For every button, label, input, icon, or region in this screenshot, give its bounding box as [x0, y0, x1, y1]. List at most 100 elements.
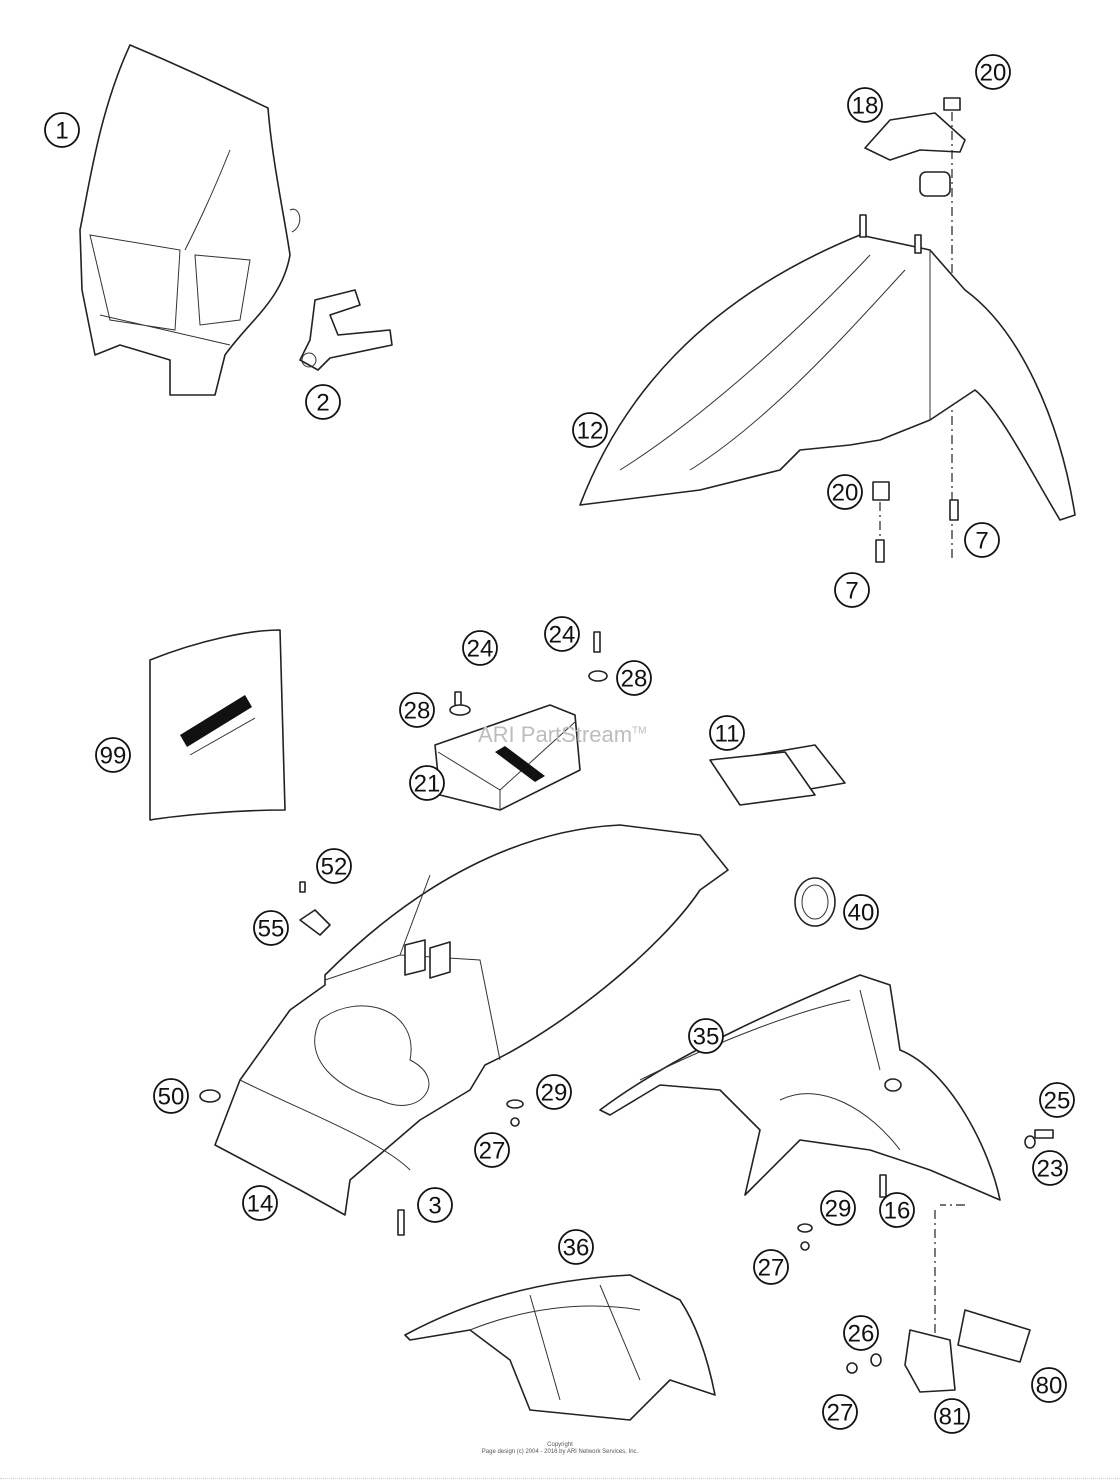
- divider: [0, 1478, 1120, 1479]
- callout-number: 16: [884, 1198, 911, 1225]
- callout-28[interactable]: 28: [616, 660, 652, 696]
- hardware: [199, 1089, 1054, 1251]
- callout-1[interactable]: 1: [44, 112, 80, 148]
- callout-circle: [316, 848, 352, 884]
- front-fender[interactable]: [579, 214, 1076, 563]
- callout-3[interactable]: 3: [417, 1187, 453, 1223]
- callout-29[interactable]: 29: [820, 1190, 856, 1226]
- callout-number: 25: [1044, 1088, 1071, 1115]
- callout-2[interactable]: 2: [305, 384, 341, 420]
- callout-16[interactable]: 16: [879, 1192, 915, 1228]
- callout-81[interactable]: 81: [934, 1398, 970, 1434]
- callout-number: 24: [549, 622, 576, 649]
- callout-number: 27: [479, 1138, 506, 1165]
- callout-40[interactable]: 40: [843, 894, 879, 930]
- callout-number: 29: [825, 1196, 852, 1223]
- callout-7[interactable]: 7: [964, 522, 1000, 558]
- license-plate-holder[interactable]: [846, 1204, 1031, 1393]
- callout-12[interactable]: 12: [572, 412, 608, 448]
- callout-number: 80: [1036, 1373, 1063, 1400]
- callout-number: 24: [467, 636, 494, 663]
- callout-number: 29: [541, 1080, 568, 1107]
- callout-21[interactable]: 21: [409, 765, 445, 801]
- callout-circle: [847, 87, 883, 123]
- callout-number: 28: [621, 666, 648, 693]
- callout-20[interactable]: 20: [975, 54, 1011, 90]
- small-clip[interactable]: [299, 881, 331, 936]
- callout-80[interactable]: 80: [1031, 1367, 1067, 1403]
- callout-number: 20: [980, 60, 1007, 87]
- callout-18[interactable]: 18: [847, 87, 883, 123]
- callout-circle: [1032, 1150, 1068, 1186]
- headlight-mask[interactable]: [79, 44, 301, 396]
- callout-23[interactable]: 23: [1032, 1150, 1068, 1186]
- callout-circle: [474, 1132, 510, 1168]
- foam-pads[interactable]: [709, 744, 846, 806]
- callout-36[interactable]: 36: [558, 1229, 594, 1265]
- callout-circle: [462, 630, 498, 666]
- callout-27[interactable]: 27: [822, 1394, 858, 1430]
- storage-box[interactable]: [434, 631, 608, 811]
- grommet[interactable]: [794, 877, 836, 927]
- callout-number: 7: [975, 528, 988, 555]
- callout-number: 23: [1037, 1156, 1064, 1183]
- callout-circle: [242, 1185, 278, 1221]
- callout-25[interactable]: 25: [1039, 1082, 1075, 1118]
- callout-circle: [843, 894, 879, 930]
- callout-circle: [536, 1074, 572, 1110]
- callout-number: 18: [852, 93, 879, 120]
- callout-27[interactable]: 27: [474, 1132, 510, 1168]
- callout-24[interactable]: 24: [544, 616, 580, 652]
- box-logo-graphic: [495, 746, 545, 782]
- callout-99[interactable]: 99: [95, 737, 131, 773]
- callout-circle: [572, 412, 608, 448]
- callout-number: 55: [258, 916, 285, 943]
- headlight-bracket[interactable]: [299, 289, 393, 371]
- callout-circle: [822, 1394, 858, 1430]
- callout-50[interactable]: 50: [153, 1078, 189, 1114]
- footer-credit: Page design (c) 2004 - 2016 by ARI Netwo…: [481, 1449, 639, 1455]
- callout-55[interactable]: 55: [253, 910, 289, 946]
- rear-fender[interactable]: [214, 824, 729, 1216]
- callout-27[interactable]: 27: [753, 1249, 789, 1285]
- callout-number: 14: [247, 1191, 274, 1218]
- callout-number: 81: [939, 1404, 966, 1431]
- callout-52[interactable]: 52: [316, 848, 352, 884]
- callout-number: 27: [758, 1255, 785, 1282]
- callout-circle: [709, 715, 745, 751]
- callout-circle: [1031, 1367, 1067, 1403]
- callout-circle: [616, 660, 652, 696]
- callout-11[interactable]: 11: [709, 715, 745, 751]
- callout-14[interactable]: 14: [242, 1185, 278, 1221]
- callout-20[interactable]: 20: [827, 474, 863, 510]
- callout-circle: [688, 1018, 724, 1054]
- callout-7[interactable]: 7: [834, 572, 870, 608]
- callout-number: 2: [316, 390, 329, 417]
- callout-circle: [558, 1229, 594, 1265]
- footer: Copyright Page design (c) 2004 - 2016 by…: [0, 1442, 1120, 1456]
- callout-number: 36: [563, 1235, 590, 1262]
- ktm-decal[interactable]: [149, 629, 286, 821]
- decal-logo-graphic: [180, 695, 252, 747]
- callout-number: 28: [404, 698, 431, 725]
- callout-circle: [934, 1398, 970, 1434]
- footer-copyright: Copyright: [547, 1442, 573, 1448]
- callout-circle: [544, 616, 580, 652]
- callout-circle: [253, 910, 289, 946]
- callout-number: 1: [55, 118, 68, 145]
- callout-35[interactable]: 35: [688, 1018, 724, 1054]
- callout-number: 99: [100, 743, 127, 770]
- callout-26[interactable]: 26: [843, 1315, 879, 1351]
- callout-24[interactable]: 24: [462, 630, 498, 666]
- callout-number: 35: [693, 1024, 720, 1051]
- callout-circle: [843, 1315, 879, 1351]
- callout-circle: [753, 1249, 789, 1285]
- callout-28[interactable]: 28: [399, 692, 435, 728]
- callout-circle: [399, 692, 435, 728]
- callout-number: 21: [414, 771, 441, 798]
- callout-circle: [964, 522, 1000, 558]
- rear-mudguard[interactable]: [404, 1274, 716, 1421]
- callout-29[interactable]: 29: [536, 1074, 572, 1110]
